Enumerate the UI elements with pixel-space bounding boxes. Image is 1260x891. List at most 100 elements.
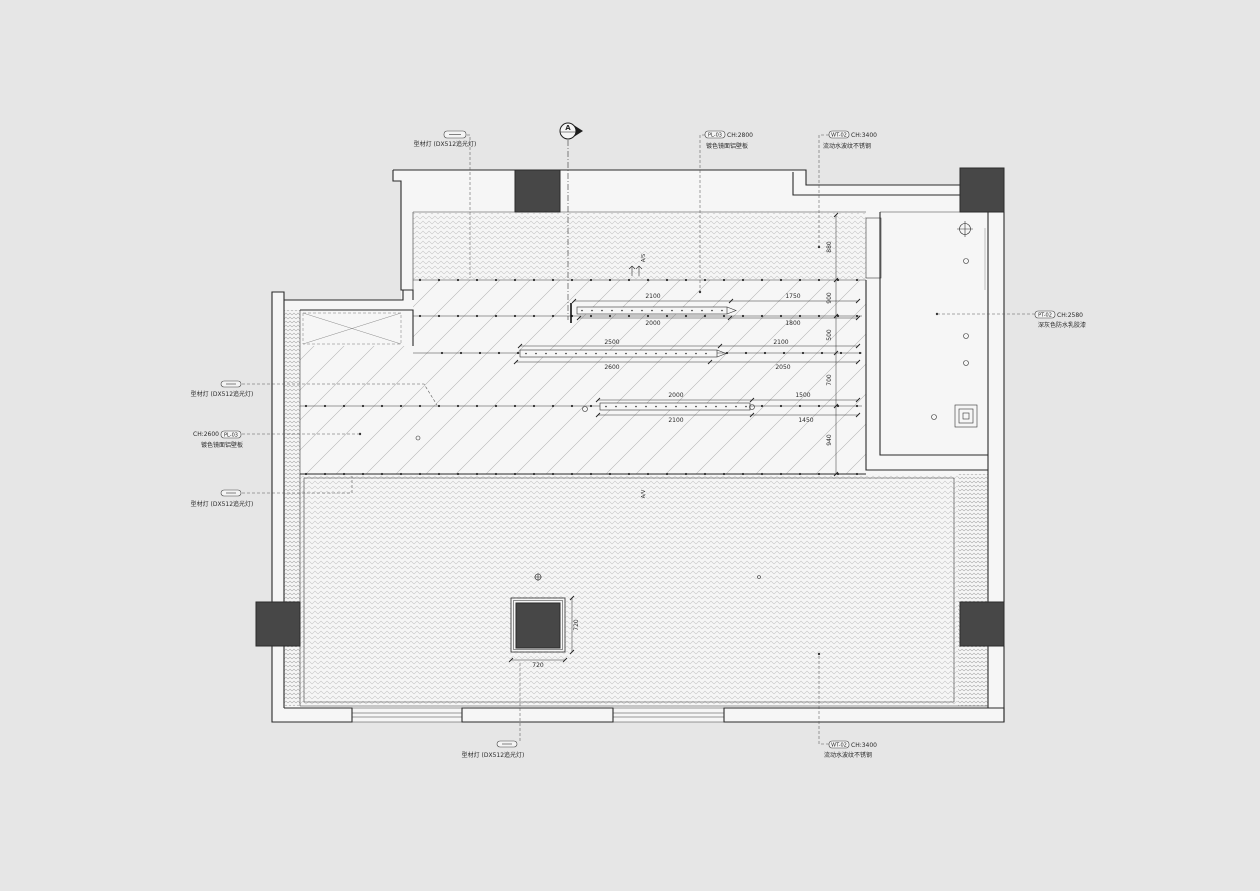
label-top-pl: PL-03 CH:2800 镀色镜面铝壁板 bbox=[704, 130, 753, 150]
fixture-led-dot bbox=[655, 405, 657, 408]
label-bottom-light: 型材灯 (DX512追光灯) bbox=[462, 740, 524, 759]
fixture-led-dot bbox=[681, 309, 683, 312]
downlight-dot bbox=[741, 314, 745, 318]
downlight-dot bbox=[475, 278, 479, 282]
dim-text: 2000 bbox=[668, 392, 683, 399]
downlight-dot bbox=[304, 404, 308, 408]
downlight-dot bbox=[551, 278, 555, 282]
fixture-1-end-bracket bbox=[726, 306, 737, 315]
leader-lines bbox=[242, 134, 1035, 745]
column-center-frame-inner bbox=[513, 600, 563, 650]
fixture-led-dot bbox=[691, 309, 693, 312]
right-room-boundary bbox=[879, 212, 988, 456]
fixture-led-dot bbox=[705, 405, 707, 408]
fixture-led-dot bbox=[705, 352, 707, 355]
fixture-led-dot bbox=[655, 352, 657, 355]
leader-end-dot bbox=[817, 652, 821, 656]
downlight-dot bbox=[684, 314, 688, 318]
ceiling-band-top bbox=[413, 213, 866, 280]
fixture-led-dot bbox=[745, 405, 747, 408]
downlight-dot bbox=[836, 404, 840, 408]
dim-text: 500 bbox=[826, 329, 833, 341]
downlight-dot bbox=[551, 472, 555, 476]
downlight-dot bbox=[839, 351, 843, 355]
downlight-dot bbox=[475, 472, 479, 476]
downlight-dot bbox=[779, 472, 783, 476]
fixture-led-dot bbox=[525, 352, 527, 355]
downlight-dot bbox=[532, 278, 536, 282]
fixture-led-dot bbox=[591, 309, 593, 312]
top-wall-inner bbox=[792, 172, 960, 196]
downlight-dot bbox=[855, 404, 859, 408]
downlight-dot bbox=[801, 351, 805, 355]
downlight-dot bbox=[779, 314, 783, 318]
downlight-dot bbox=[760, 404, 764, 408]
downlight-dot bbox=[437, 278, 441, 282]
downlight-dot bbox=[494, 472, 498, 476]
left-room-dashed-zone bbox=[302, 312, 402, 345]
downlight-dot bbox=[608, 472, 612, 476]
downlight-dot bbox=[380, 404, 384, 408]
middle-zone-right-boundary bbox=[865, 280, 988, 471]
fixture-led-dot bbox=[635, 405, 637, 408]
downlight-icon bbox=[963, 360, 969, 366]
downlight-dot bbox=[798, 314, 802, 318]
downlight-dot bbox=[760, 278, 764, 282]
dimension-row-3: 2500 2100 bbox=[517, 339, 861, 349]
downlight-dot bbox=[855, 314, 859, 318]
fixture-led-dot bbox=[631, 309, 633, 312]
downlight-dot bbox=[532, 314, 536, 318]
downlight-dot bbox=[513, 314, 517, 318]
left-notch bbox=[300, 309, 414, 346]
light-track-lines bbox=[300, 279, 866, 475]
fixture-dots bbox=[525, 309, 747, 408]
downlight-dot bbox=[494, 404, 498, 408]
downlight-icon bbox=[415, 435, 421, 441]
fixture-led-dot bbox=[695, 352, 697, 355]
dim-text: 2500 bbox=[604, 339, 619, 346]
dim-text: 2100 bbox=[668, 417, 683, 424]
downlight-dot bbox=[589, 404, 593, 408]
downlight-dot bbox=[722, 314, 726, 318]
downlight-dot bbox=[608, 278, 612, 282]
material-code: WT-02 bbox=[831, 743, 847, 749]
downlight-dot bbox=[722, 278, 726, 282]
downlight-dot bbox=[497, 351, 501, 355]
label-text: 型材灯 (DX512追光灯) bbox=[191, 390, 254, 398]
label-text: 型材灯 (DX512追光灯) bbox=[414, 140, 477, 148]
fixture-led-dot bbox=[601, 309, 603, 312]
downlight-dot bbox=[342, 404, 346, 408]
fixture-2-end-bracket bbox=[716, 349, 727, 358]
downlight-dot bbox=[532, 404, 536, 408]
downlight-dot bbox=[684, 278, 688, 282]
dimension-row-1: 2100 1750 bbox=[571, 293, 861, 304]
section-marker: A A/S A/V bbox=[559, 122, 647, 498]
downlight-dot bbox=[763, 351, 767, 355]
fixture-led-dot bbox=[625, 352, 627, 355]
downlight-dot bbox=[760, 314, 764, 318]
downlight-dot bbox=[380, 472, 384, 476]
fixture-3-end-marker bbox=[749, 404, 755, 410]
fixture-led-dot bbox=[545, 352, 547, 355]
downlight-dot bbox=[627, 472, 631, 476]
downlight-dot bbox=[627, 314, 631, 318]
fixture-led-dot bbox=[651, 309, 653, 312]
dim-text: 2000 bbox=[645, 320, 660, 327]
ceiling-height: CH:3400 bbox=[851, 742, 877, 749]
dim-text: 700 bbox=[826, 374, 833, 386]
top-left-wall bbox=[392, 170, 414, 300]
downlight-dot bbox=[817, 404, 821, 408]
ceiling-height: CH:2580 bbox=[1057, 312, 1083, 319]
fixture-led-dot bbox=[615, 405, 617, 408]
fixture-led-dot bbox=[661, 309, 663, 312]
wall-strip-right bbox=[958, 474, 988, 706]
fixture-3-end-marker bbox=[582, 406, 588, 412]
fixture-led-dot bbox=[645, 405, 647, 408]
downlight-dot bbox=[798, 472, 802, 476]
downlight-dot bbox=[855, 278, 859, 282]
downlight-dot bbox=[475, 404, 479, 408]
downlight-dot bbox=[760, 472, 764, 476]
ceiling-zone-bottom bbox=[300, 474, 958, 706]
fixture-led-dot bbox=[711, 309, 713, 312]
fixture-led-dot bbox=[555, 352, 557, 355]
